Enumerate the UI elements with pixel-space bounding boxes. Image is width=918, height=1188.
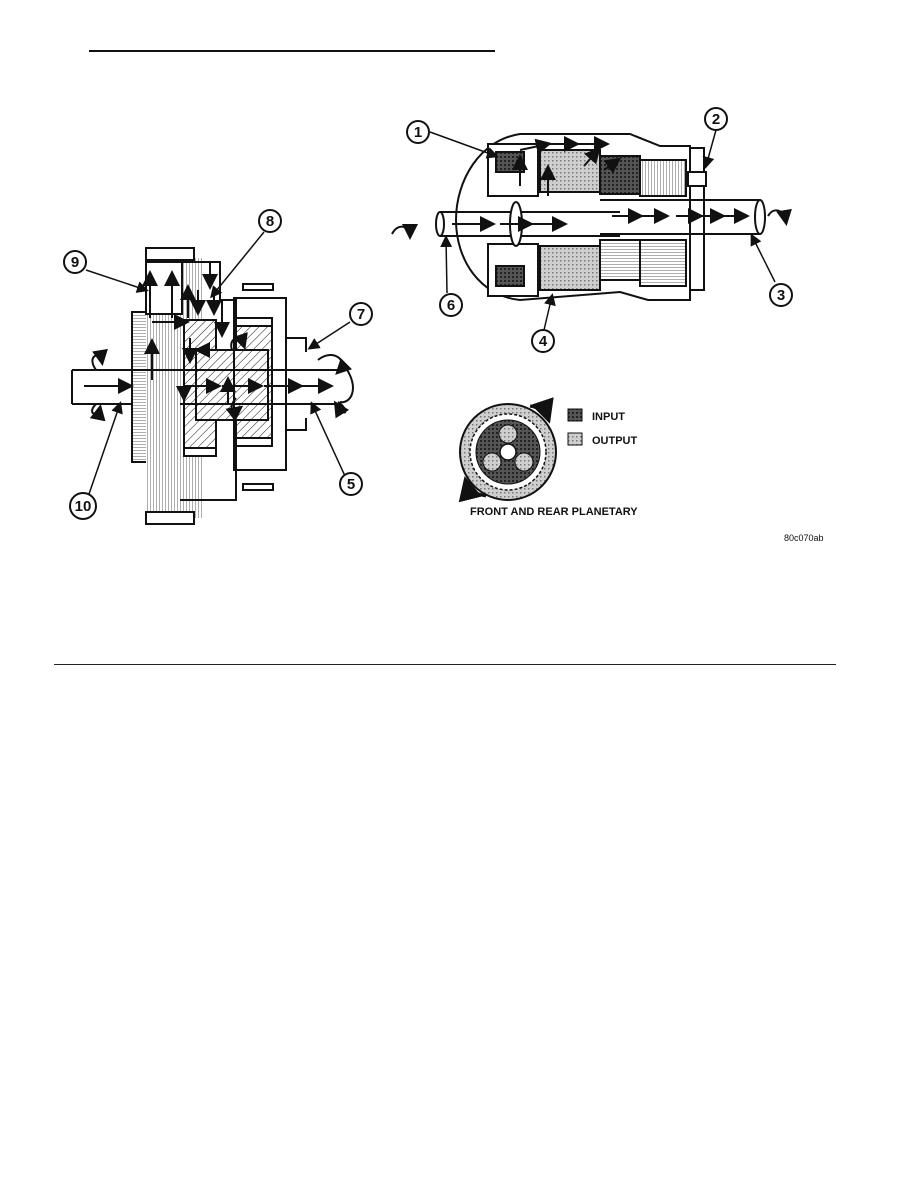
callout-5: 5 [339,472,363,496]
legend: INPUT OUTPUT [567,408,638,447]
legend-output-label: OUTPUT [592,435,638,447]
callout-9: 9 [63,250,87,274]
legend-input-swatch [567,408,583,422]
legend-output-swatch [567,432,583,446]
transmission-cutaway [391,133,792,302]
header-rule [89,50,495,52]
svg-text:4: 4 [539,333,548,350]
callout-8: 8 [258,209,282,233]
callout-6: 6 [439,293,463,317]
figure-code: 80c070ab [784,533,824,543]
planetary-schematic [71,247,354,525]
svg-text:6: 6 [447,297,455,314]
svg-text:1: 1 [414,124,422,141]
callout-1: 1 [406,120,430,144]
svg-text:2: 2 [712,111,720,128]
leader-lines [85,129,776,495]
svg-text:10: 10 [75,498,92,515]
callout-10: 10 [69,492,97,520]
legend-input-label: INPUT [592,411,625,423]
svg-text:8: 8 [266,213,274,230]
figure-caption: FRONT AND REAR PLANETARY [470,506,638,518]
svg-text:5: 5 [347,476,355,493]
planetary-gear-icon [458,397,557,503]
callout-3: 3 [769,283,793,307]
callout-7: 7 [349,302,373,326]
svg-text:7: 7 [357,306,365,323]
callout-2: 2 [704,107,728,131]
callout-4: 4 [531,329,555,353]
svg-text:9: 9 [71,254,79,271]
svg-text:3: 3 [777,287,785,304]
section-rule [54,664,836,665]
